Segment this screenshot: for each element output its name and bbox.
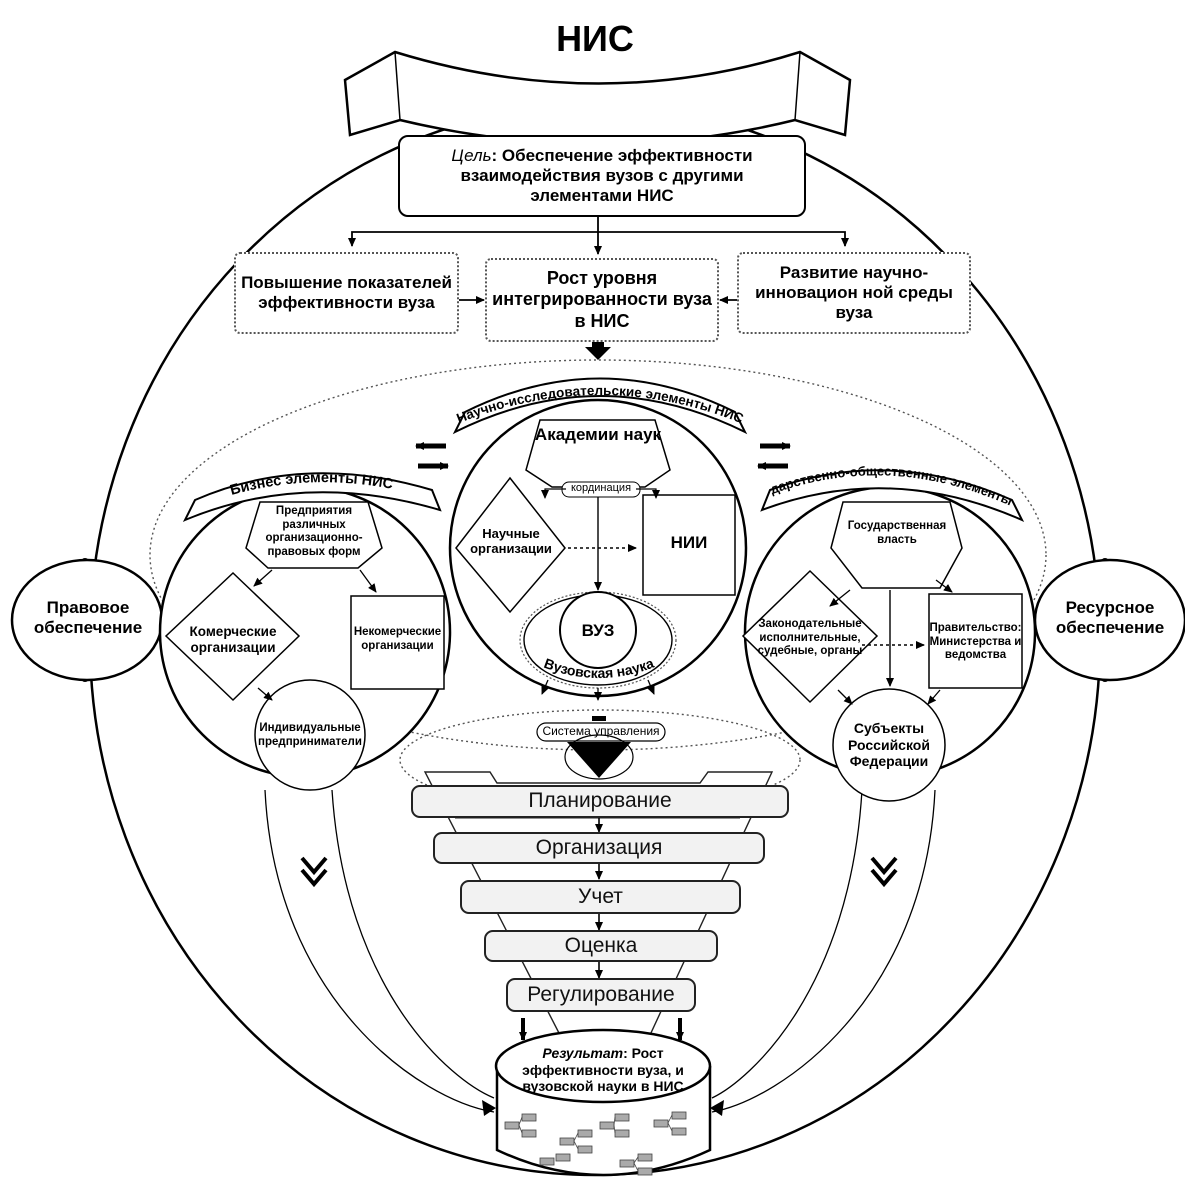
branches-diamond	[741, 569, 879, 704]
management-tag	[536, 722, 666, 742]
stage-regulation: Регулирование	[506, 978, 696, 1012]
double-chevron-left-icon	[300, 856, 328, 888]
goal-box: Цель: Обеспечение эффективности взаимоде…	[398, 135, 806, 217]
vuz-label: ВУЗ	[581, 621, 615, 640]
legal-support-label: Правовое обеспечение	[33, 598, 143, 638]
resource-support-label: Ресурсное обеспечение	[1055, 598, 1165, 638]
enterprises-to-noncommercial-arrow	[359, 569, 377, 593]
result-cylinder-top	[494, 1028, 712, 1104]
sci-orgs-diamond	[455, 476, 566, 614]
goal-text: : Обеспечение эффективности взаимодейств…	[460, 145, 753, 206]
government-box	[928, 593, 1023, 689]
top-left-box-text: Повышение показателей эффективности вуза	[241, 272, 452, 312]
double-chevron-right-icon	[870, 856, 898, 888]
power-to-branches-arrow	[829, 589, 851, 607]
academies-pentagon	[525, 419, 671, 488]
coordination-left-arrow	[541, 488, 566, 499]
state-to-result-curve	[711, 789, 863, 1099]
swap-arrows-left-icon	[415, 442, 449, 470]
enterprises-pentagon	[245, 501, 383, 569]
business-banner-ribbon	[182, 472, 442, 522]
nis-banner-inner	[394, 51, 801, 121]
commercial-diamond	[164, 571, 301, 702]
subjects-circle	[832, 688, 946, 802]
nii-label: НИИ	[670, 533, 708, 552]
state-to-result-curve	[711, 789, 936, 1113]
nis-title: НИС	[556, 18, 634, 59]
enterprises-to-commercial-arrow	[253, 569, 273, 587]
stage-planning: Планирование	[411, 785, 789, 818]
top-left-box: Повышение показателей эффективности вуза	[234, 252, 459, 334]
business-to-result-curve	[264, 789, 495, 1113]
elements-zone-dotted	[149, 359, 1047, 751]
result-left-arrowhead	[482, 1100, 496, 1116]
research-banner-ribbon	[452, 377, 748, 435]
top-center-box: Рост уровня интегрированности вуза в НИС	[485, 258, 719, 342]
vuz-science-arrow	[541, 679, 549, 695]
nii-box	[642, 494, 736, 596]
branches-label: Законодательные исполнительные, судебные…	[757, 618, 863, 658]
nis-banner	[343, 50, 852, 146]
goal-left-arrow	[348, 231, 598, 247]
noncommercial-box	[350, 595, 445, 690]
top-center-box-text: Рост уровня интегрированности вуза в НИС	[492, 268, 712, 331]
government-to-subjects-arrow	[927, 689, 941, 705]
swap-arrows-right-icon	[757, 442, 791, 470]
sci-orgs-label: Научные организации	[470, 526, 552, 557]
entrepreneurs-circle	[254, 679, 366, 791]
stage-organization: Организация	[433, 832, 765, 864]
management-zone-dotted	[399, 709, 801, 811]
management-label: Система управления	[542, 724, 660, 738]
power-pentagon	[830, 501, 963, 589]
result-text: : Рост эффективности вуза, и вузовской н…	[522, 1045, 684, 1095]
top-right-box-text: Развитие научно-инновацион ной среды вуз…	[755, 262, 953, 323]
stage-accounting: Учет	[460, 880, 741, 914]
stage-evaluation: Оценка	[484, 930, 718, 962]
business-to-result-curve	[331, 789, 495, 1099]
vuz-circle	[559, 591, 637, 669]
subjects-label: Субъекты Российской Федерации	[848, 720, 930, 770]
goal-right-arrow	[598, 231, 849, 247]
management-arrow-oval	[564, 734, 634, 780]
commercial-entrepreneurs-arrow	[257, 687, 273, 701]
result-prefix: Результат	[542, 1045, 624, 1061]
top-right-box: Развитие научно-инновацион ной среды вуз…	[737, 252, 971, 334]
government-label: Правительство: Министерства и ведомства	[929, 622, 1022, 662]
enterprises-label: Предприятия различных организационно-пра…	[265, 505, 363, 558]
state-banner-ribbon	[760, 469, 1025, 523]
coordination-right-arrow	[636, 488, 660, 499]
branches-to-subjects-arrow	[837, 689, 853, 705]
vuz-science-arrow	[647, 679, 655, 695]
commercial-label: Комерческие организации	[189, 624, 277, 655]
coordination-label: кординация	[570, 482, 632, 494]
result-mini-chart-links	[518, 1114, 673, 1172]
entrepreneurs-label: Индивидуальные предприниматели	[258, 722, 362, 748]
center-down-big-arrow	[585, 340, 611, 360]
management-big-arrow	[567, 742, 631, 778]
academies-label: Академии наук	[534, 425, 662, 444]
management-minus-mark	[592, 716, 606, 721]
power-label: Государственная власть	[847, 520, 947, 546]
noncommercial-label: Некомерческие организации	[353, 626, 442, 652]
result-right-arrowhead	[710, 1100, 724, 1116]
result-label: Результат: Рост эффективности вуза, и ву…	[518, 1045, 688, 1095]
power-to-government-arrow	[935, 579, 953, 593]
goal-prefix: Цель	[451, 145, 492, 165]
